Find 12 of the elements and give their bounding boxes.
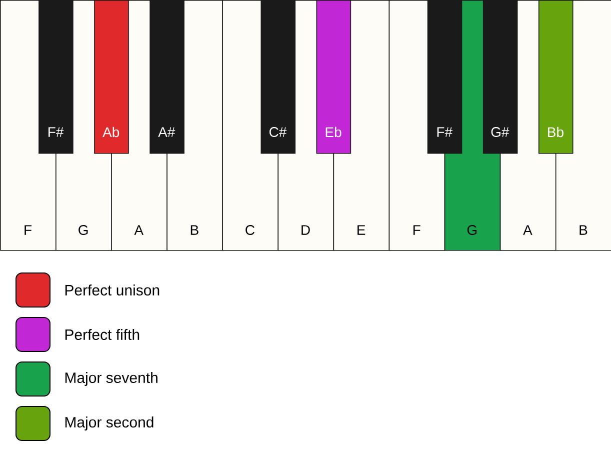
legend-label: Major seventh xyxy=(65,372,158,386)
legend-label: Perfect fifth xyxy=(65,329,140,340)
piano-key: Eb xyxy=(316,0,352,154)
piano-key: A# xyxy=(150,0,184,154)
piano-key: F# xyxy=(38,0,74,154)
legend-label: Major second xyxy=(65,416,154,430)
piano-key: F# xyxy=(427,0,462,154)
piano-key: Ab xyxy=(94,0,129,154)
piano-key: G# xyxy=(482,0,518,154)
legend-label: Perfect unison xyxy=(65,284,160,296)
piano-key: Bb xyxy=(538,0,574,154)
piano-key: C# xyxy=(260,0,296,154)
